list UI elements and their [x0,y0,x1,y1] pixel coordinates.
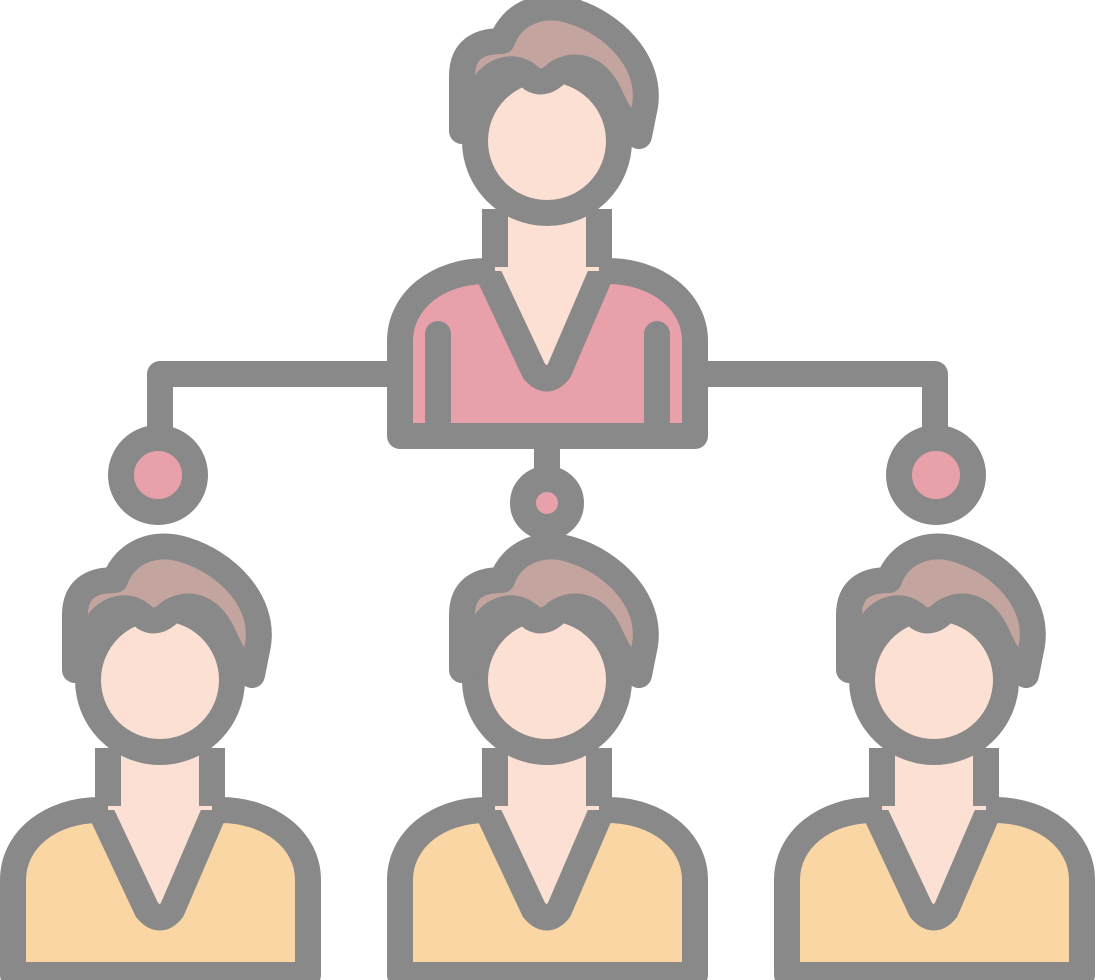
member-person-icon-left [13,547,308,975]
member-person-icon-center [400,547,695,975]
node-center [510,466,584,540]
connector-nodes [108,425,986,540]
node-left [108,425,208,525]
node-right [886,425,986,525]
member-person-icon-right [787,547,1082,975]
leader-arm-lines [425,321,670,433]
